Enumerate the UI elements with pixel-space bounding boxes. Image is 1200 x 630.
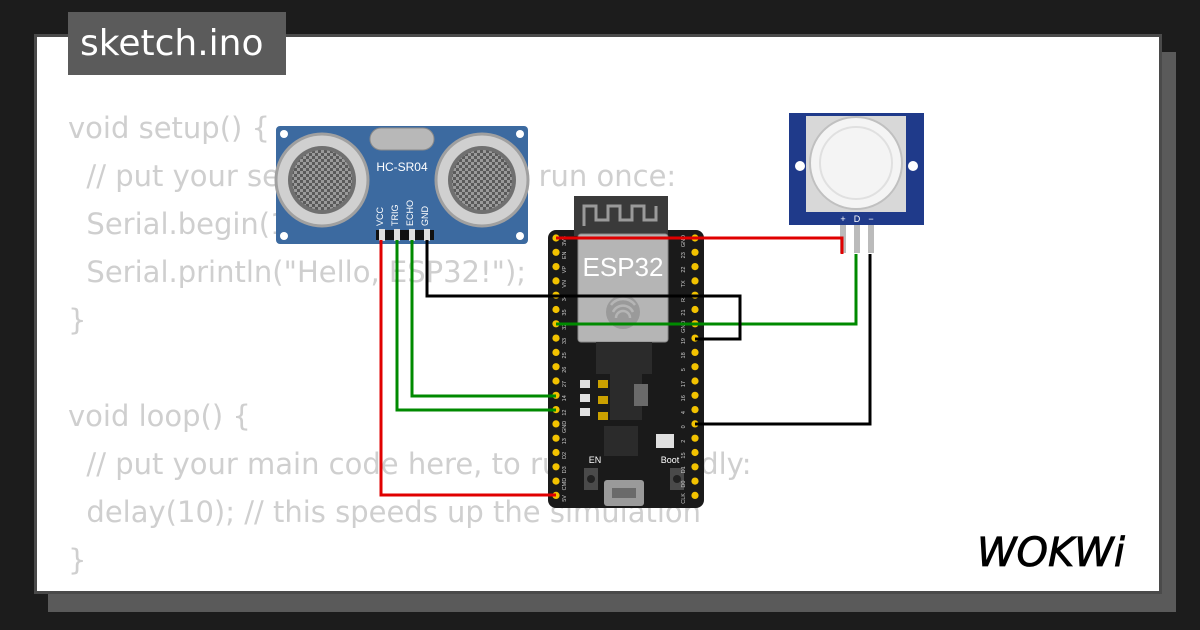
left-pin-label: 34 [562, 295, 568, 301]
wire-hcsr04-gnd[interactable] [425, 240, 742, 341]
left-pin-10[interactable] [552, 377, 560, 385]
left-pin-label: 26 [562, 367, 568, 373]
right-pin-label: 0 [681, 425, 687, 428]
transducer-left-icon [274, 132, 370, 228]
left-pin-14[interactable] [552, 434, 560, 442]
left-pin-13[interactable] [552, 420, 560, 428]
right-pin-label: 18 [681, 352, 687, 358]
left-pin-label: 3V3 [562, 236, 568, 246]
right-pin-label: D0 [681, 481, 687, 488]
left-pin-label: D3 [562, 466, 568, 473]
left-pin-5[interactable] [552, 305, 560, 314]
left-pin-label: 33 [562, 338, 568, 344]
esp32-board[interactable]: ESP32 EN Boot 3V3ENVPVN34353233252627141… [548, 196, 704, 508]
wokwi-logo: WOKWi [977, 530, 1126, 577]
svg-text:WOKWi: WOKWi [977, 530, 1125, 576]
left-pin-label: 27 [562, 381, 568, 387]
espressif-logo-icon [606, 295, 640, 329]
left-pin-8[interactable] [552, 348, 560, 356]
code-line: delay(10); // this speeds up the simulat… [68, 495, 702, 529]
code-line: } [68, 543, 87, 577]
pir-sensor[interactable]: + D − [789, 113, 924, 253]
wire-hcsr04-trig[interactable] [395, 240, 556, 412]
right-pin-11[interactable] [691, 391, 699, 399]
left-pin-label: 35 [562, 309, 568, 315]
pir-pin-vcc-label: + [840, 214, 845, 224]
right-pin-9[interactable] [691, 363, 699, 371]
right-pin-label: 2 [681, 440, 687, 443]
left-pin-label: 14 [562, 395, 568, 401]
right-pin-label: RX [681, 294, 687, 302]
right-pin-18[interactable] [691, 491, 699, 499]
left-pin-16[interactable] [552, 463, 560, 471]
left-pin-label: 13 [562, 438, 568, 444]
left-pin-label: VN [562, 280, 568, 288]
hcsr04-label: HC-SR04 [376, 160, 428, 174]
hcsr04-sensor[interactable]: HC-SR04 VCC TRIG ECHO GND [274, 126, 530, 244]
left-pin-label: D2 [562, 452, 568, 459]
pir-pin-d-label: D [854, 214, 861, 224]
left-pin-label: GND [562, 421, 568, 433]
right-pin-label: CLK [681, 493, 687, 504]
right-pin-1[interactable] [691, 248, 699, 256]
wire-pir-vcc[interactable] [556, 236, 844, 254]
left-pin-label: 12 [562, 410, 568, 416]
en-button-label: EN [589, 455, 602, 465]
left-pin-label: 32 [562, 324, 568, 330]
wire-hcsr04-echo[interactable] [410, 240, 556, 398]
code-line: void setup() { [68, 111, 270, 145]
right-pin-2[interactable] [691, 263, 699, 271]
right-pin-17[interactable] [691, 477, 699, 485]
right-pin-label: 22 [681, 267, 687, 273]
left-pin-2[interactable] [552, 263, 560, 271]
left-pin-15[interactable] [552, 448, 560, 457]
right-pin-label: 15 [681, 452, 687, 458]
right-pin-label: TX [681, 280, 687, 287]
left-pin-3[interactable] [552, 277, 560, 285]
right-pin-3[interactable] [691, 277, 699, 285]
wire-pir-gnd[interactable] [695, 254, 872, 426]
right-pin-label: 23 [681, 252, 687, 258]
right-pin-label: 5 [681, 368, 687, 371]
left-pin-label: VP [562, 266, 568, 274]
left-pin-1[interactable] [552, 248, 560, 256]
left-pin-label: EN [562, 251, 568, 259]
right-pin-label: GND [681, 321, 687, 333]
left-pin-label: CMD [562, 478, 568, 491]
right-pin-label: 21 [681, 309, 687, 315]
boot-button-label: Boot [661, 455, 680, 465]
right-pin-label: 17 [681, 381, 687, 387]
right-pin-8[interactable] [691, 348, 699, 356]
right-pin-16[interactable] [691, 463, 699, 471]
left-pin-label: 25 [562, 352, 568, 358]
left-pin-17[interactable] [552, 477, 560, 485]
right-pin-10[interactable] [691, 377, 699, 385]
code-line: void loop() { [68, 399, 251, 433]
esp32-label: ESP32 [583, 252, 664, 282]
left-pin-7[interactable] [552, 334, 560, 342]
code-line: } [68, 303, 87, 337]
right-pin-label: D1 [681, 466, 687, 473]
right-pin-label: 19 [681, 338, 687, 344]
wire-hcsr04-vcc[interactable] [379, 240, 556, 497]
pin-label-trig: TRIG [390, 205, 400, 227]
right-pin-label: 16 [681, 395, 687, 401]
right-pin-5[interactable] [691, 305, 699, 314]
left-pin-label: 5V [562, 495, 568, 502]
right-pin-14[interactable] [691, 434, 699, 442]
pin-label-echo: ECHO [405, 200, 415, 226]
pin-label-gnd: GND [420, 206, 430, 227]
wire-pir-data[interactable] [556, 254, 858, 326]
left-pin-9[interactable] [552, 363, 560, 371]
right-pin-label: 4 [681, 411, 687, 414]
right-pin-15[interactable] [691, 448, 699, 457]
transducer-right-icon [434, 132, 530, 228]
right-pin-label: GND [681, 235, 687, 247]
pir-pin-gnd-label: − [868, 214, 873, 224]
wires [379, 236, 872, 497]
right-pin-12[interactable] [691, 406, 699, 414]
file-tab[interactable]: sketch.ino [68, 12, 286, 75]
pin-label-vcc: VCC [375, 206, 385, 226]
